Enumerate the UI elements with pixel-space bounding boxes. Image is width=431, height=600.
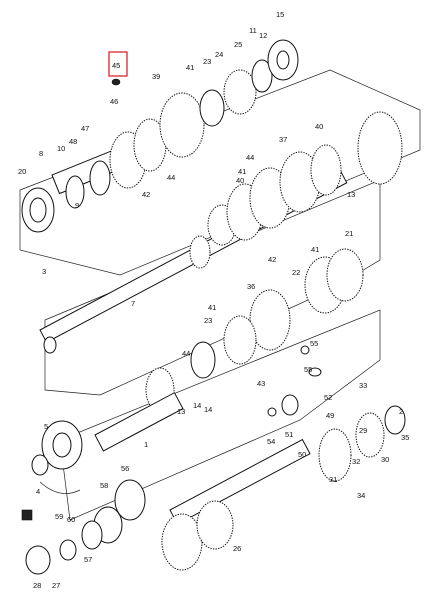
label-58: 58 (100, 481, 108, 490)
label-23: 23 (203, 57, 211, 66)
label-40: 40 (315, 122, 323, 131)
label-13: 13 (347, 190, 355, 199)
label-14b: 14 (193, 401, 201, 410)
label-44c: 44 (182, 349, 190, 358)
label-5: 5 (44, 422, 48, 431)
label-14: 14 (204, 405, 212, 414)
label-41d: 41 (208, 303, 216, 312)
label-34: 34 (357, 491, 365, 500)
label-9: 9 (75, 201, 79, 210)
label-41b: 41 (238, 167, 246, 176)
label-2: 2 (399, 407, 403, 416)
main-shaft (39, 111, 403, 354)
label-54: 54 (267, 437, 275, 446)
label-21: 21 (345, 229, 353, 238)
label-44b: 44 (167, 173, 175, 182)
label-32: 32 (352, 457, 360, 466)
label-50: 50 (298, 450, 306, 459)
label-55b: 55 (304, 365, 312, 374)
upper-mainshaft-row (21, 39, 299, 233)
label-48: 48 (69, 137, 77, 146)
label-1: 1 (144, 440, 148, 449)
label-52: 52 (324, 393, 332, 402)
highlight-box (108, 51, 128, 77)
label-56: 56 (121, 464, 129, 473)
label-28: 28 (33, 581, 41, 590)
label-13b: 13 (177, 407, 185, 416)
label-42: 42 (142, 190, 150, 199)
label-26: 26 (233, 544, 241, 553)
label-41: 41 (186, 63, 194, 72)
reverse-frame (59, 309, 381, 521)
label-22: 22 (292, 268, 300, 277)
label-23b: 23 (204, 316, 212, 325)
label-10: 10 (57, 144, 65, 153)
label-27: 27 (52, 581, 60, 590)
label-41c: 41 (311, 245, 319, 254)
label-39: 39 (152, 72, 160, 81)
label-3: 3 (42, 267, 46, 276)
label-43: 43 (257, 379, 265, 388)
label-24: 24 (215, 50, 223, 59)
part-labels: 45 46 39 41 23 24 25 11 12 15 47 48 10 8… (18, 10, 409, 590)
label-42b: 42 (268, 255, 276, 264)
label-55: 55 (310, 339, 318, 348)
label-29: 29 (359, 426, 367, 435)
label-30: 30 (381, 455, 389, 464)
label-4: 4 (36, 487, 40, 496)
countershaft-assembly (145, 248, 364, 413)
label-36: 36 (247, 282, 255, 291)
label-60: 60 (67, 515, 75, 524)
label-11: 11 (249, 26, 257, 35)
label-15: 15 (276, 10, 284, 19)
label-51: 51 (285, 430, 293, 439)
label-49: 49 (326, 411, 334, 420)
label-40b: 40 (236, 176, 244, 185)
label-59: 59 (55, 512, 63, 521)
label-31: 31 (329, 475, 337, 484)
label-47: 47 (81, 124, 89, 133)
upper-assembly-frame (19, 69, 421, 276)
label-35: 35 (401, 433, 409, 442)
label-57: 57 (84, 555, 92, 564)
label-46: 46 (110, 97, 118, 106)
label-25: 25 (234, 40, 242, 49)
label-45: 45 (112, 61, 120, 70)
label-7: 7 (131, 299, 135, 308)
label-8: 8 (39, 149, 43, 158)
label-12: 12 (259, 31, 267, 40)
label-44: 44 (246, 153, 254, 162)
label-20: 20 (18, 167, 26, 176)
label-37: 37 (279, 135, 287, 144)
label-33: 33 (359, 381, 367, 390)
lower-shaft-assembly (21, 392, 406, 575)
